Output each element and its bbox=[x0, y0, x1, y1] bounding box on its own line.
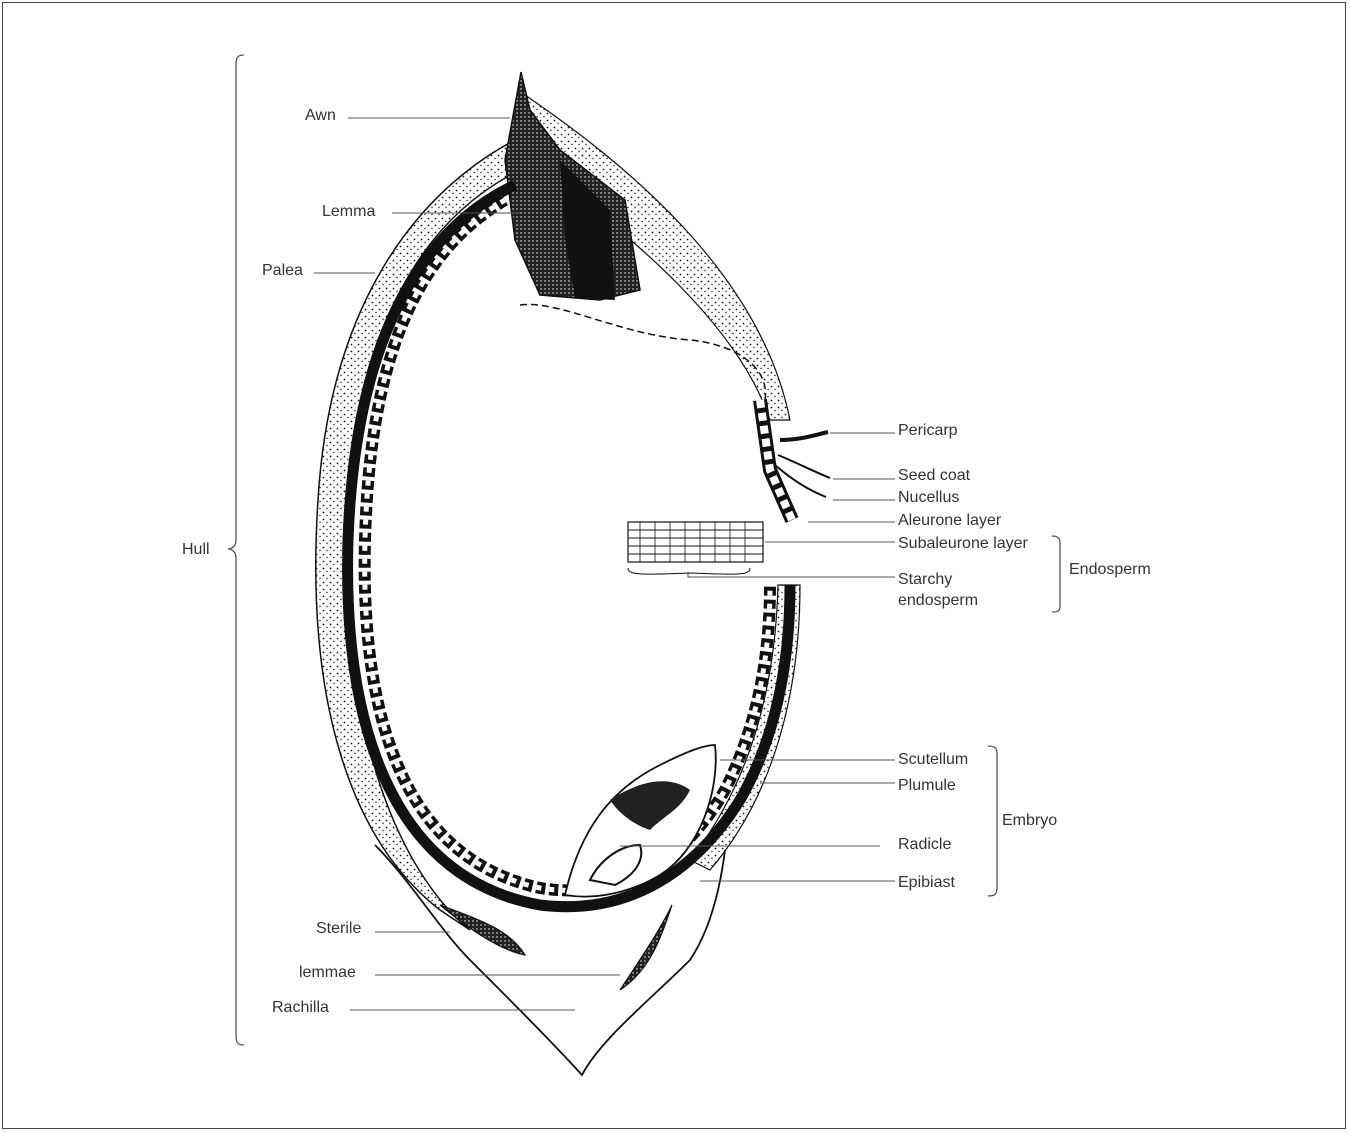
subaleurone-block bbox=[628, 522, 763, 574]
label-scutellum: Scutellum bbox=[898, 750, 968, 770]
label-subaleurone-layer: Subaleurone layer bbox=[898, 534, 1028, 554]
label-embryo: Embryo bbox=[1002, 811, 1057, 831]
label-radicle: Radicle bbox=[898, 835, 951, 855]
label-plumule: Plumule bbox=[898, 776, 956, 796]
pericarp-flap bbox=[780, 432, 828, 440]
embryo-bracket bbox=[988, 746, 997, 896]
starchy-leader bbox=[688, 572, 895, 577]
label-awn: Awn bbox=[305, 106, 336, 126]
label-epibiast: Epibiast bbox=[898, 873, 955, 893]
label-rachilla: Rachilla bbox=[272, 998, 329, 1018]
label-hull: Hull bbox=[182, 540, 210, 560]
label-lemmae: lemmae bbox=[299, 963, 356, 983]
label-starchy-endosperm: Starchy endosperm bbox=[898, 569, 1008, 611]
label-palea: Palea bbox=[262, 261, 303, 281]
endosperm-bracket bbox=[1052, 536, 1060, 612]
label-seed-coat: Seed coat bbox=[898, 466, 970, 486]
label-endosperm: Endosperm bbox=[1069, 560, 1151, 580]
label-pericarp: Pericarp bbox=[898, 421, 958, 441]
label-nucellus: Nucellus bbox=[898, 488, 959, 508]
sterile-lemma-right bbox=[620, 905, 672, 990]
sterile-lemma-left bbox=[440, 905, 525, 955]
hull-bracket bbox=[228, 55, 244, 1045]
label-lemma: Lemma bbox=[322, 202, 375, 222]
label-aleurone-layer: Aleurone layer bbox=[898, 511, 1001, 531]
label-sterile: Sterile bbox=[316, 919, 361, 939]
